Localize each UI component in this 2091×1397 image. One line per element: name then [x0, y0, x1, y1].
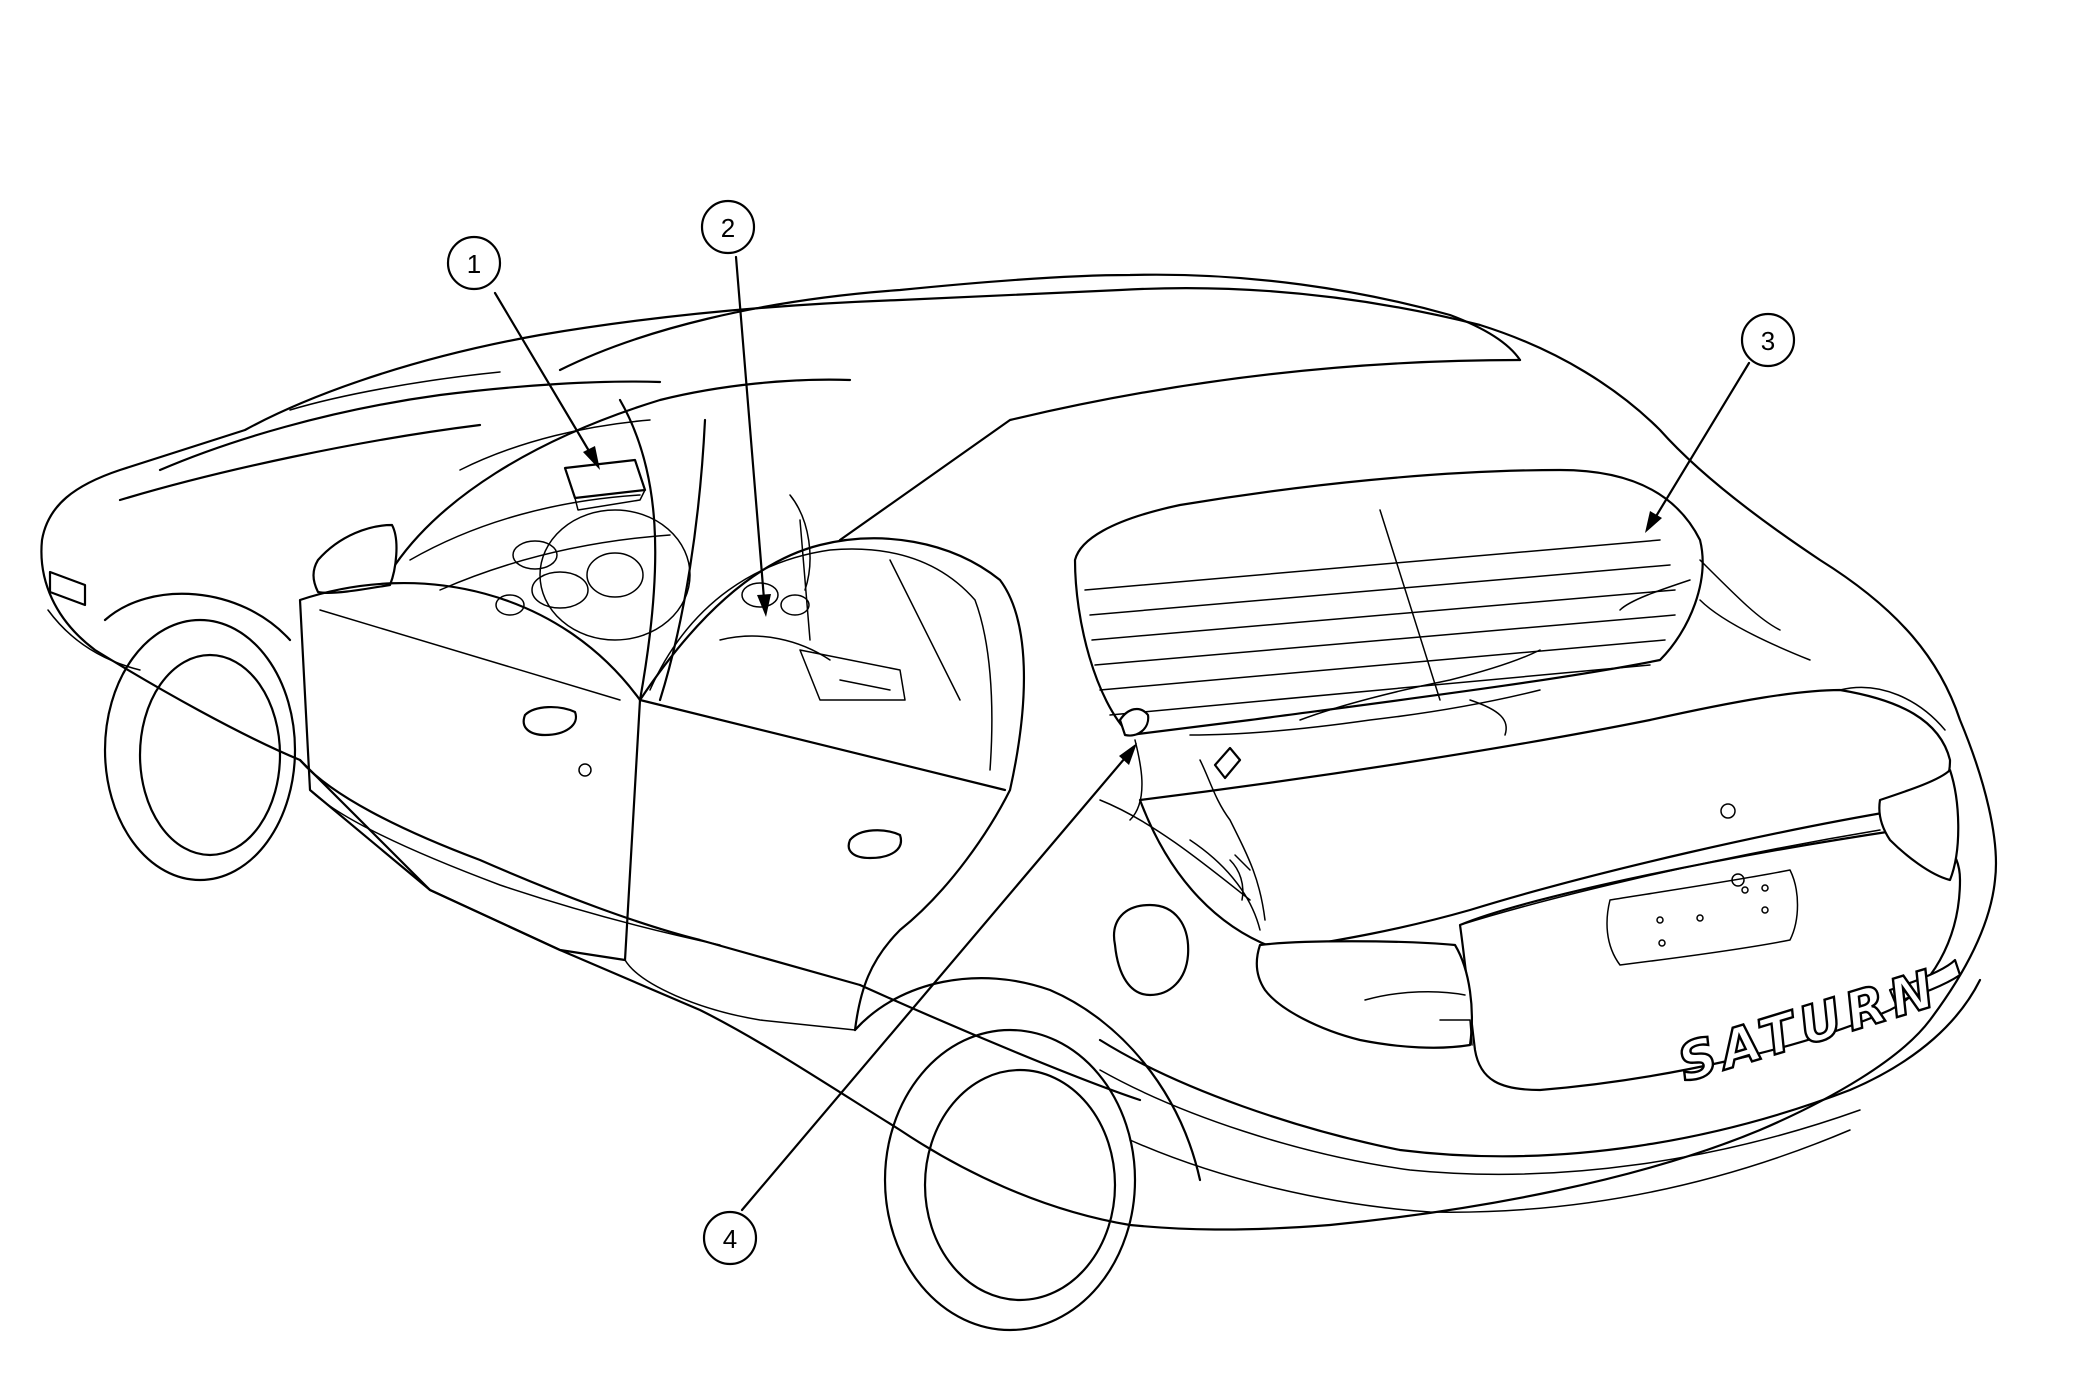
leader-line-1: [493, 291, 594, 458]
callout-label-2: 2: [721, 213, 735, 243]
saturn-badge: SATURN: [1671, 958, 1947, 1094]
leader-line-2: [734, 255, 766, 601]
callout-label-1: 1: [467, 249, 481, 279]
leader-lines: [493, 255, 1751, 1212]
callout-2: 2: [700, 199, 756, 255]
callout-1: 1: [446, 235, 502, 291]
callout-4: 4: [702, 1210, 758, 1266]
sedan-drawing: [40, 273, 1998, 1332]
arrowhead-4: [1119, 743, 1137, 765]
arrowhead-1: [583, 446, 600, 470]
callout-label-4: 4: [723, 1224, 737, 1254]
leader-line-3: [1653, 361, 1751, 520]
leader-line-4: [740, 756, 1127, 1212]
arrowhead-2: [757, 594, 771, 617]
callout-3: 3: [1740, 312, 1796, 368]
callout-label-3: 3: [1761, 326, 1775, 356]
arrowhead-3: [1645, 511, 1662, 533]
